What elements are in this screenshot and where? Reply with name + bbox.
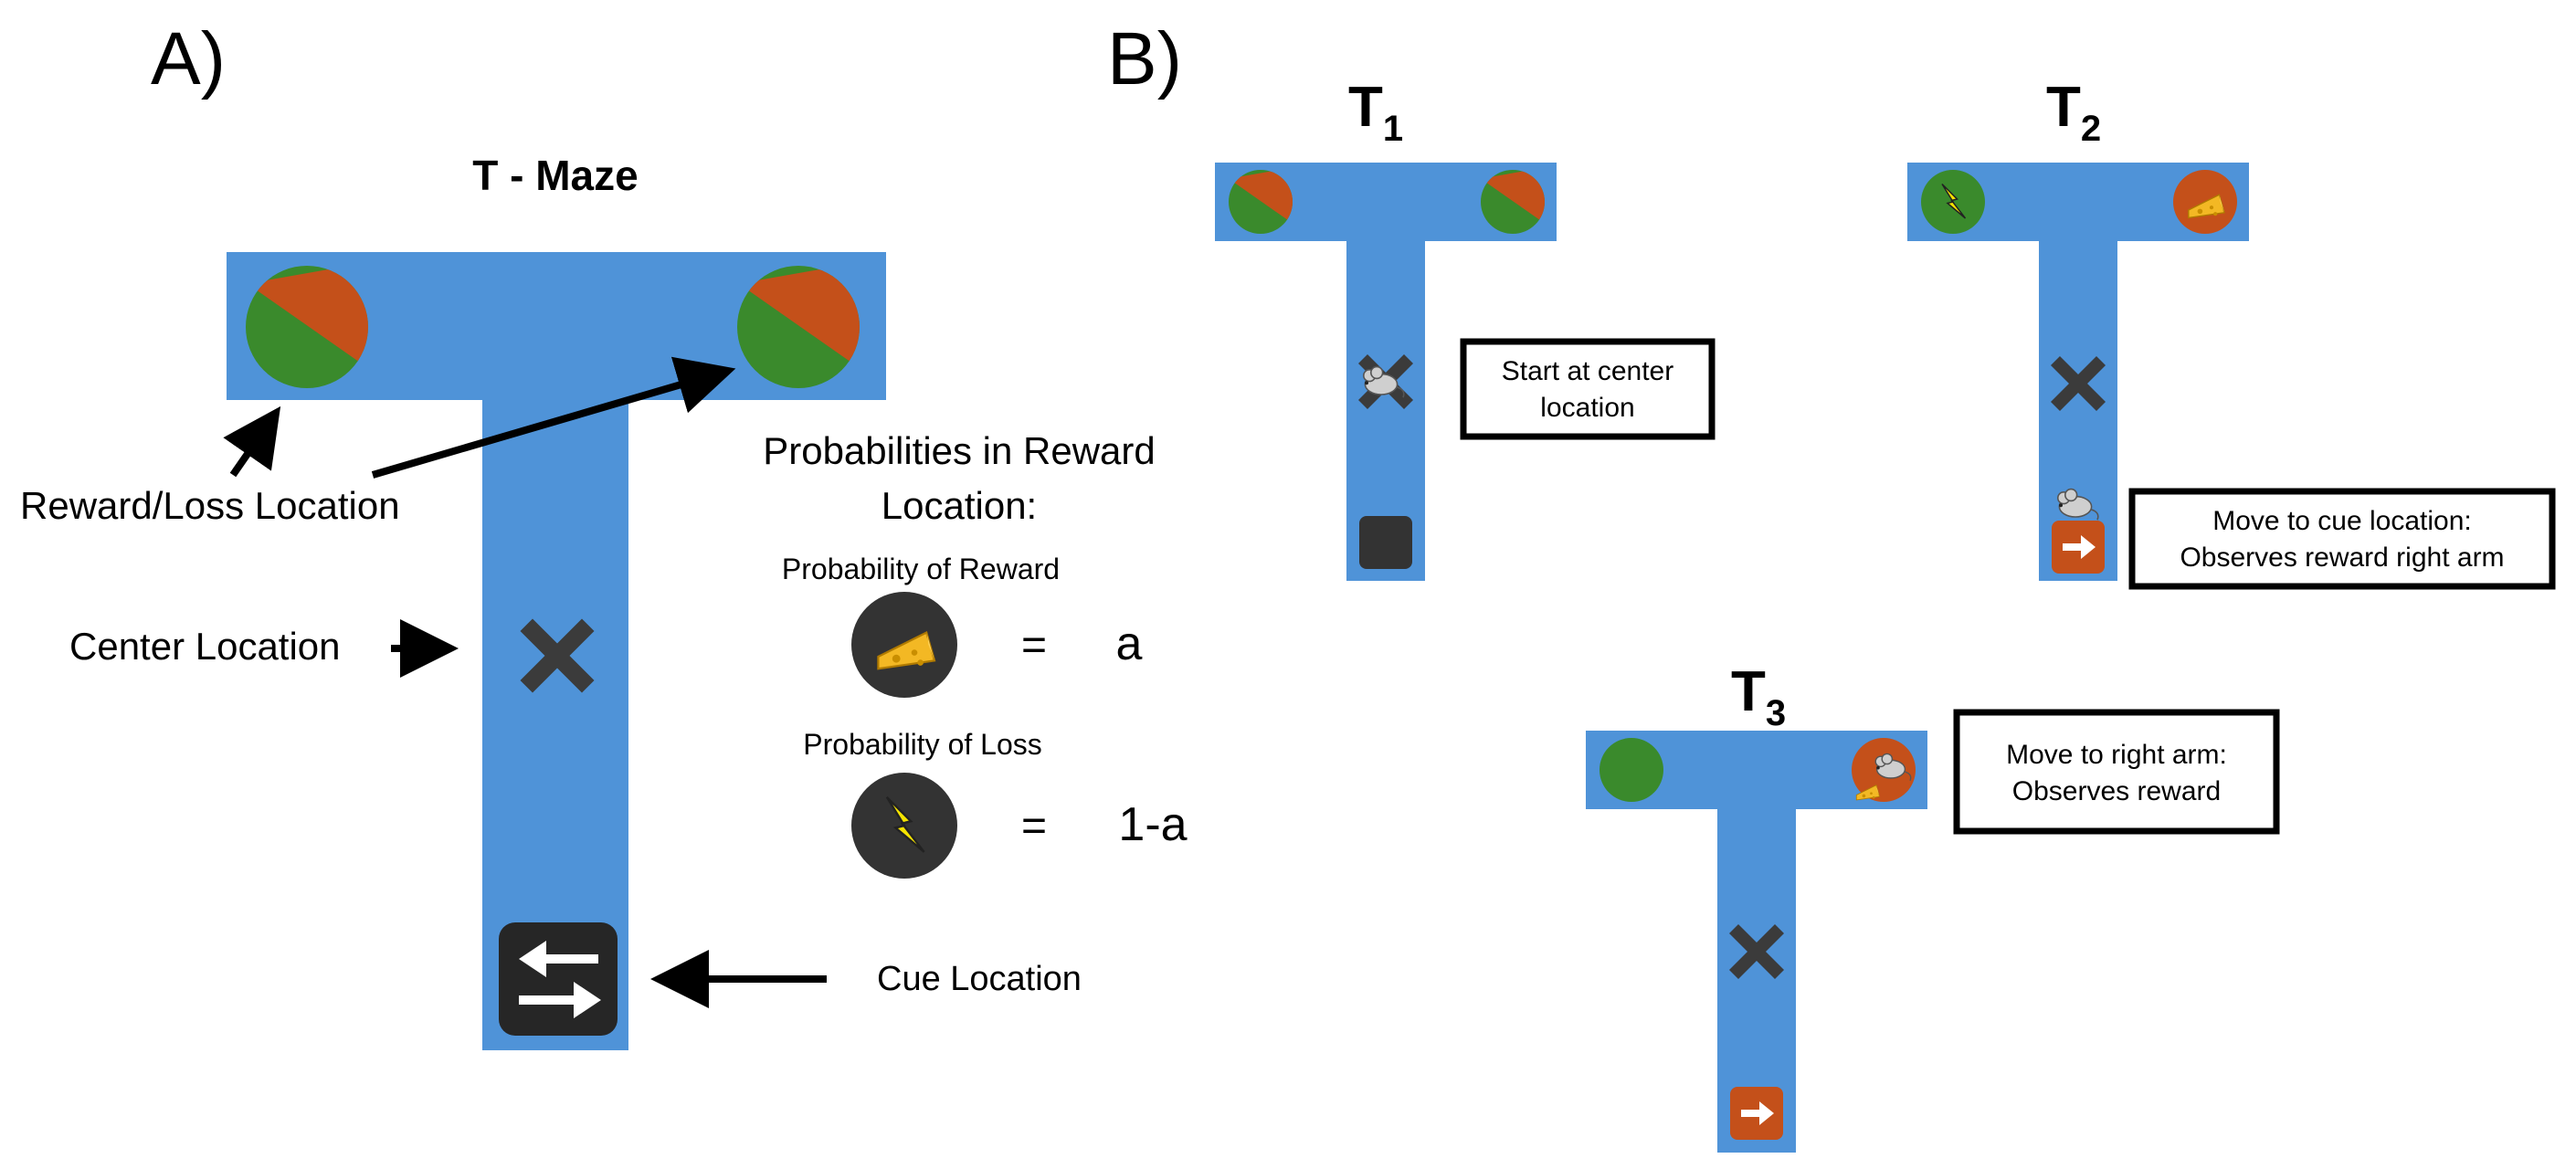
step-title-t2: T2	[2046, 76, 2101, 149]
maze-title: T - Maze	[472, 152, 638, 199]
prob-reward-label: Probability of Reward	[782, 553, 1060, 585]
center-location-label: Center Location	[69, 625, 341, 668]
reward-probability-value: a	[1116, 617, 1143, 670]
prob-loss-label: Probability of Loss	[803, 728, 1041, 761]
t2-box-line2: Observes reward right arm	[2180, 542, 2504, 573]
arrow-to-right-circle	[371, 356, 736, 479]
probabilities-title-line2: Location:	[882, 484, 1037, 527]
arrow-to-left-circle	[223, 405, 281, 478]
swap-arrows-icon	[499, 922, 618, 1036]
t2-box-line1: Move to cue location:	[2212, 506, 2472, 536]
svg-text:T2: T2	[2046, 76, 2101, 149]
cheese-icon	[851, 592, 957, 698]
t2-sub: 2	[2081, 109, 2101, 149]
t1-box-line2: location	[1540, 393, 1634, 423]
equals-reward: =	[1021, 621, 1047, 669]
step-box-t3: Move to right arm: Observes reward	[1953, 709, 2280, 835]
svg-text:T1: T1	[1348, 76, 1403, 149]
cheese-circle-t3	[1852, 738, 1916, 802]
t1-box-line1: Start at center	[1502, 356, 1673, 386]
panel-a-label: A)	[151, 17, 226, 100]
step-box-t1: Start at center location	[1460, 338, 1716, 440]
loss-probability-value: 1-a	[1118, 798, 1187, 851]
right-arrow-icon-t2	[2052, 521, 2105, 574]
reward-loss-circle-t1-left	[1229, 170, 1293, 234]
lightning-icon	[851, 773, 957, 879]
t1-letter: T	[1348, 76, 1383, 139]
t1-sub: 1	[1383, 109, 1403, 149]
step-title-t3: T3	[1731, 660, 1786, 733]
step-box-t2: Move to cue location: Observes reward ri…	[2128, 488, 2556, 590]
green-circle-t3	[1599, 738, 1663, 802]
lightning-circle-t2	[1921, 170, 1985, 234]
reward-loss-circle-t1-right	[1481, 170, 1545, 234]
cheese-circle-t2	[2173, 170, 2237, 234]
panel-b-label: B)	[1107, 17, 1182, 100]
reward-loss-label: Reward/Loss Location	[20, 484, 400, 527]
equals-loss: =	[1021, 802, 1047, 850]
t3-box-line1: Move to right arm:	[2006, 740, 2227, 770]
cue-square-t1	[1359, 516, 1412, 569]
t3-box-line2: Observes reward	[2012, 776, 2221, 806]
right-arrow-icon-t3	[1730, 1087, 1783, 1140]
cue-location-label: Cue Location	[877, 960, 1082, 998]
reward-loss-circle-right	[737, 266, 860, 388]
t3-letter: T	[1731, 660, 1766, 723]
probabilities-title-line1: Probabilities in Reward	[763, 429, 1156, 472]
t2-letter: T	[2046, 76, 2081, 139]
t3-sub: 3	[1766, 693, 1786, 733]
step-title-t1: T1	[1348, 76, 1403, 149]
svg-text:T3: T3	[1731, 660, 1786, 733]
